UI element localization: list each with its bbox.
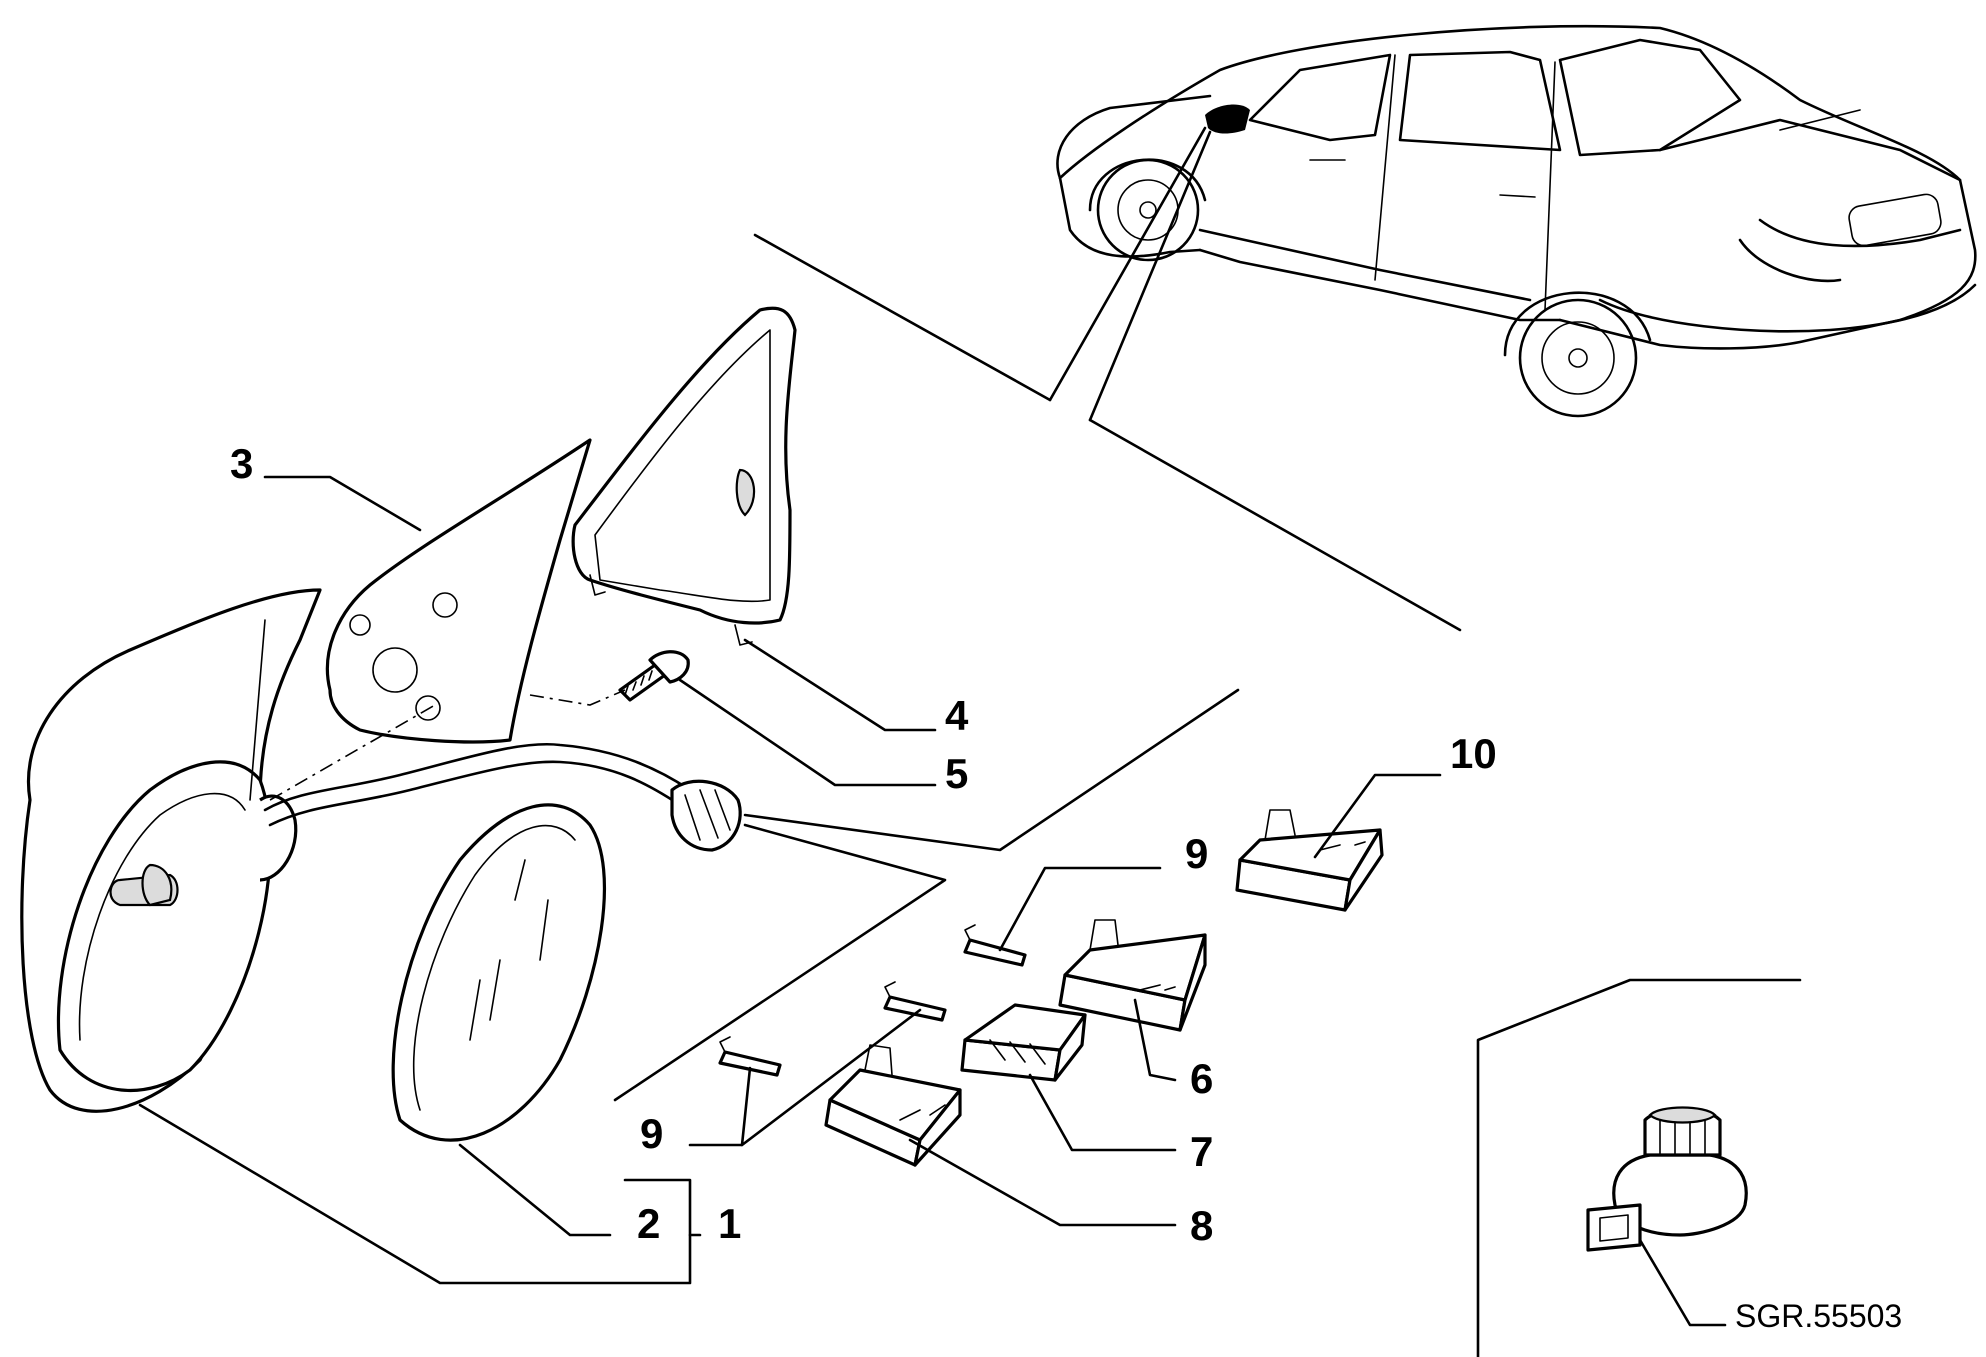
connector-6 bbox=[1058, 919, 1207, 1032]
wiring-harness bbox=[263, 742, 742, 852]
mirror-backing-plate bbox=[325, 438, 592, 744]
reference-code: SGR.55503 bbox=[1735, 1298, 1902, 1334]
callout-10: 10 bbox=[1450, 730, 1497, 777]
zoom-frame-line bbox=[743, 688, 1240, 852]
callout-5: 5 bbox=[945, 750, 968, 797]
callout-1: 1 bbox=[718, 1200, 741, 1247]
callout-6: 6 bbox=[1190, 1055, 1213, 1102]
callout-9-top: 9 bbox=[1185, 830, 1208, 877]
connector-10 bbox=[1235, 809, 1384, 912]
mirror-glass bbox=[391, 803, 606, 1142]
callout-2: 2 bbox=[637, 1200, 660, 1247]
assembly-axis-line bbox=[269, 704, 436, 801]
callout-8: 8 bbox=[1190, 1202, 1213, 1249]
callout-9-bottom: 9 bbox=[640, 1110, 663, 1157]
callout-3: 3 bbox=[230, 440, 253, 487]
callout-7: 7 bbox=[1190, 1128, 1213, 1175]
callout-4: 4 bbox=[945, 692, 969, 739]
terminal-pins bbox=[718, 924, 1027, 1077]
connector-8 bbox=[824, 1044, 962, 1167]
mirror-gasket bbox=[571, 306, 797, 646]
connector-7 bbox=[960, 1003, 1087, 1082]
zoom-frame-line bbox=[613, 823, 947, 1102]
screw-part bbox=[618, 650, 690, 702]
inset-bulb-holder bbox=[1476, 978, 1802, 1357]
mirror-housing bbox=[20, 588, 322, 1113]
assembly-axis-line bbox=[529, 689, 626, 706]
car-illustration bbox=[753, 24, 1977, 632]
leader-lines bbox=[138, 475, 1727, 1327]
